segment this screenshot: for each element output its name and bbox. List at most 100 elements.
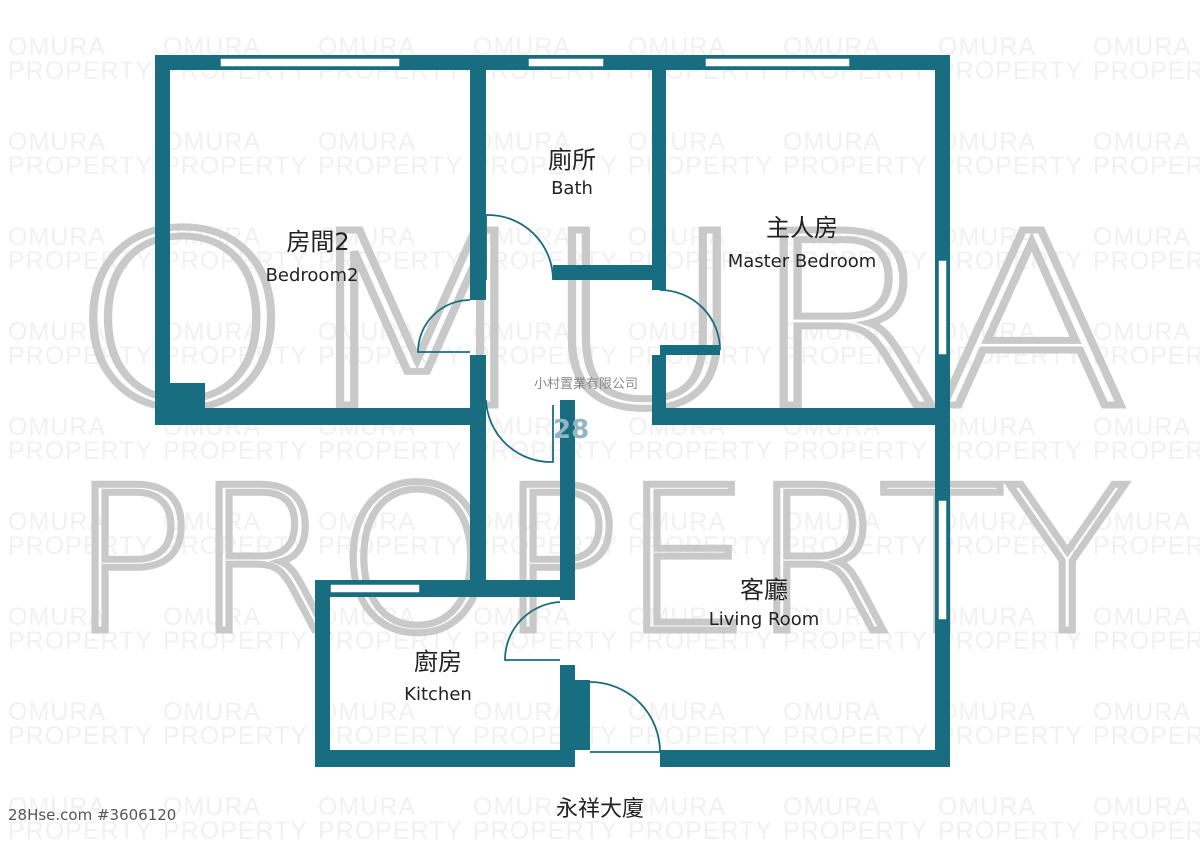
watermark-tile-text: PROPERTY: [8, 722, 153, 750]
watermark-tile-text: PROPERTY: [473, 627, 618, 655]
watermark-tile-text: OMURA: [628, 603, 726, 631]
watermark-tile-text: OMURA: [938, 698, 1036, 726]
watermark-tile-text: OMURA: [318, 128, 416, 156]
doors: [417, 214, 721, 753]
watermark-tile-text: PROPERTY: [8, 342, 153, 370]
watermark-tile-text: OMURA: [783, 223, 881, 251]
watermark-tile-text: PROPERTY: [1093, 57, 1200, 85]
agency-name: 小村置業有限公司: [534, 376, 638, 392]
watermark-tile-text: PROPERTY: [938, 817, 1083, 845]
windows: [219, 57, 948, 621]
watermark-tile-text: OMURA: [163, 698, 261, 726]
watermark-tile-text: OMURA: [8, 603, 106, 631]
watermark-tile-text: PROPERTY: [628, 152, 773, 180]
watermark-tile-text: OMURA: [938, 413, 1036, 441]
building-name: 永祥大廈: [556, 797, 644, 822]
watermark-tile-text: PROPERTY: [163, 817, 308, 845]
watermark-tile-text: PROPERTY: [8, 57, 153, 85]
watermark-tile-text: OMURA: [1093, 603, 1191, 631]
watermark-property: PROPERTY: [70, 445, 1130, 678]
watermark-tile-text: OMURA: [783, 793, 881, 821]
watermark-tile-text: PROPERTY: [8, 817, 153, 845]
watermark-tile-text: PROPERTY: [783, 247, 928, 275]
watermark-tile-text: PROPERTY: [1093, 627, 1200, 655]
watermark-tile-text: OMURA: [473, 698, 571, 726]
bath-label-en: Bath: [551, 178, 593, 199]
watermark-tile-text: PROPERTY: [163, 532, 308, 560]
watermark-tile-text: OMURA: [318, 318, 416, 346]
watermark-tile-text: PROPERTY: [938, 152, 1083, 180]
watermark-tile-text: PROPERTY: [473, 532, 618, 560]
watermark-tile-text: OMURA: [1093, 223, 1191, 251]
watermark-tile-text: PROPERTY: [628, 532, 773, 560]
master-label-en: Master Bedroom: [728, 251, 877, 272]
watermark-tile-text: PROPERTY: [938, 57, 1083, 85]
watermark-tile-text: PROPERTY: [938, 532, 1083, 560]
watermark-tile-text: PROPERTY: [318, 722, 463, 750]
watermark-tile-text: PROPERTY: [8, 437, 153, 465]
watermark-tile-text: OMURA: [938, 128, 1036, 156]
watermark-tile-text: OMURA: [1093, 413, 1191, 441]
watermark-tile-text: PROPERTY: [783, 722, 928, 750]
bath-label-zh: 廁所: [548, 146, 596, 174]
watermark-tile-text: PROPERTY: [8, 532, 153, 560]
watermark-tile-text: PROPERTY: [628, 722, 773, 750]
watermark-tile-text: OMURA: [318, 223, 416, 251]
watermark-tile-text: PROPERTY: [473, 342, 618, 370]
watermark-tile-text: OMURA: [783, 318, 881, 346]
master-label-zh: 主人房: [766, 214, 838, 242]
watermark-tile-text: OMURA: [938, 223, 1036, 251]
watermark-tile-text: OMURA: [8, 508, 106, 536]
watermark-tile-text: PROPERTY: [473, 722, 618, 750]
watermark-tile-text: OMURA: [473, 603, 571, 631]
watermark-tile-text: PROPERTY: [163, 152, 308, 180]
watermark-tile-text: PROPERTY: [318, 437, 463, 465]
bedroom2-label-zh: 房間2: [286, 228, 349, 256]
watermark-tile-text: PROPERTY: [628, 627, 773, 655]
watermark-tile-text: PROPERTY: [1093, 437, 1200, 465]
watermark-tile-text: PROPERTY: [1093, 247, 1200, 275]
watermark-tile-text: PROPERTY: [783, 627, 928, 655]
watermark-tile-text: OMURA: [163, 223, 261, 251]
watermark-tile-text: OMURA: [318, 793, 416, 821]
watermark-tile-text: PROPERTY: [628, 437, 773, 465]
watermark-tile-text: OMURA: [628, 793, 726, 821]
bedroom2-label-en: Bedroom2: [266, 265, 359, 286]
watermark-tile-text: PROPERTY: [163, 627, 308, 655]
watermark-tile-text: PROPERTY: [783, 152, 928, 180]
watermark-tile-text: OMURA: [8, 698, 106, 726]
watermark-tile-text: PROPERTY: [783, 437, 928, 465]
watermark-tile-text: OMURA: [938, 793, 1036, 821]
watermark-tile-text: OMURA: [783, 128, 881, 156]
watermark-tile-text: PROPERTY: [473, 817, 618, 845]
watermark-tile-text: OMURA: [783, 508, 881, 536]
watermark-tile-text: PROPERTY: [473, 437, 618, 465]
watermark-tile-text: PROPERTY: [1093, 722, 1200, 750]
watermark-tile-text: PROPERTY: [1093, 532, 1200, 560]
watermark-tile-text: OMURA: [163, 508, 261, 536]
watermark-tile-text: OMURA: [628, 318, 726, 346]
living-label-zh: 客廳: [740, 576, 788, 604]
watermark-tile-text: OMURA: [628, 508, 726, 536]
watermark-tile-text: PROPERTY: [938, 722, 1083, 750]
watermark-tile-text: OMURA: [318, 698, 416, 726]
watermark-tile-text: PROPERTY: [628, 817, 773, 845]
watermark-tile-text: OMURA: [473, 318, 571, 346]
watermark-tile-text: OMURA: [938, 33, 1036, 61]
watermark-tile-text: PROPERTY: [163, 247, 308, 275]
watermark-tile-text: OMURA: [1093, 508, 1191, 536]
watermark-tile-text: PROPERTY: [8, 627, 153, 655]
kitchen-label-zh: 廚房: [414, 648, 462, 676]
watermark-tile-text: OMURA: [1093, 698, 1191, 726]
watermark-tile-text: OMURA: [473, 223, 571, 251]
watermark-tile-text: OMURA: [473, 508, 571, 536]
watermark-tile-text: PROPERTY: [473, 152, 618, 180]
watermark-tile-text: OMURA: [163, 603, 261, 631]
watermark-tile-text: PROPERTY: [1093, 152, 1200, 180]
watermark-tile-text: PROPERTY: [783, 342, 928, 370]
watermark-tile-text: OMURA: [318, 508, 416, 536]
watermark-tile-text: PROPERTY: [318, 817, 463, 845]
watermark-tile-text: PROPERTY: [318, 247, 463, 275]
watermark-tile-text: OMURA: [8, 33, 106, 61]
